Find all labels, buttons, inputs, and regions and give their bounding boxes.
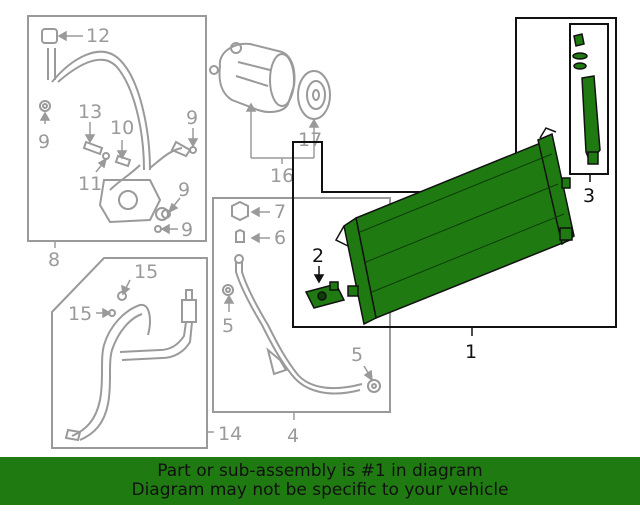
callout-15-b: 15 [68, 303, 92, 325]
callout-17: 17 [298, 129, 322, 151]
banner-line-2: Diagram may not be specific to your vehi… [131, 480, 509, 500]
callout-9-a: 9 [38, 131, 50, 153]
callout-16: 16 [270, 165, 294, 187]
banner-line-1: Part or sub-assembly is #1 in diagram [157, 461, 483, 481]
info-banner: Part or sub-assembly is #1 in diagram Di… [0, 457, 640, 505]
callout-1: 1 [465, 341, 477, 363]
ac-hose-assembly-8 [41, 28, 192, 224]
callout-14: 14 [218, 423, 242, 445]
callout-5-a: 5 [222, 315, 234, 337]
group-8-box [27, 15, 207, 248]
callout-5-b: 5 [351, 344, 363, 366]
compressor-clutch-pulley [297, 70, 331, 120]
callout-15-a: 15 [134, 261, 158, 283]
ac-compressor [209, 42, 296, 113]
leaders-1-2-3 [313, 174, 591, 284]
leaders-8 [39, 30, 199, 235]
callout-10: 10 [110, 117, 134, 139]
callout-2: 2 [312, 245, 324, 267]
callout-4: 4 [287, 425, 299, 447]
callout-7: 7 [274, 201, 286, 223]
callout-6: 6 [274, 227, 286, 249]
leaders-4 [223, 206, 373, 382]
condenser-bracket-2 [304, 281, 346, 309]
ac-condenser [334, 127, 575, 326]
callout-3: 3 [583, 185, 595, 207]
callout-9-b: 9 [186, 107, 198, 129]
callout-9-c: 9 [178, 179, 190, 201]
callout-9-d: 9 [181, 219, 193, 241]
ac-hose-assembly-14 [64, 289, 197, 442]
callout-12: 12 [86, 25, 110, 47]
parts-diagram: 12 9 13 10 11 9 9 9 8 17 16 [27, 15, 617, 449]
group-14-box [51, 257, 214, 449]
callout-13: 13 [78, 101, 102, 123]
group-1-box [292, 17, 617, 336]
leaders-16-17 [245, 102, 320, 164]
leaders-14 [96, 279, 131, 319]
ac-line-4 [222, 200, 381, 395]
callout-8: 8 [48, 249, 60, 271]
receiver-drier-3 [569, 23, 609, 175]
callout-11: 11 [78, 173, 102, 195]
